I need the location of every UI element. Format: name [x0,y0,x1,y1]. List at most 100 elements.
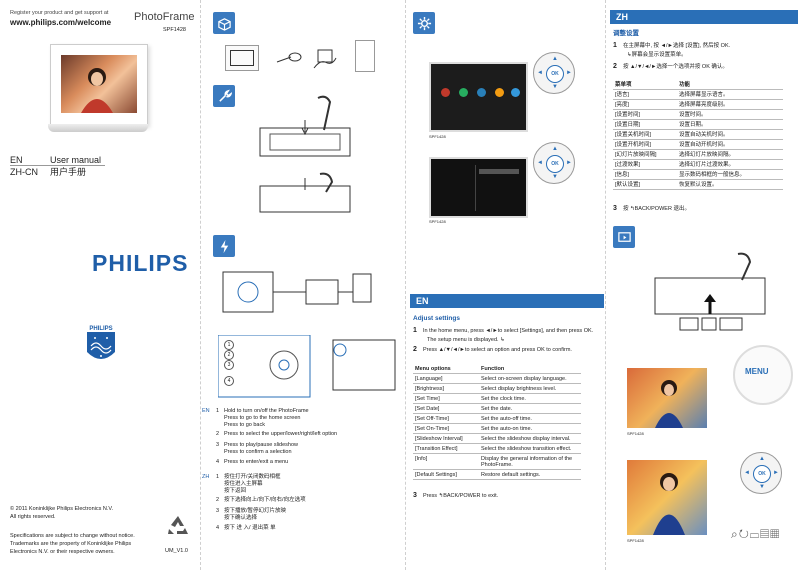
right-arrow-icon[interactable]: ► [566,160,572,166]
callout-number: 2 [216,497,220,503]
lang-code-zh: ZH-CN [10,167,38,177]
step-sub: ↳屏幕会显示设置菜单。 [627,52,687,58]
table-row: [设置日期]设置日期。 [613,119,783,130]
callout-text: Press to enter/exit a menu [224,459,289,465]
nav-pad[interactable]: OK ▲ ▼ ◄ ► [533,142,575,184]
adapter-sketch [310,44,340,72]
callout-number: 1 [216,474,220,480]
table-row: [设置关机时间]设置自动关机时间。 [613,129,783,140]
power-icon [213,235,235,257]
table-row: [Slideshow Interval]Select the slideshow… [413,433,581,444]
table-header: Function [479,364,581,374]
divider [405,0,406,570]
table-row: [Info]Display the general information of… [413,453,581,470]
screen-tag: SPF1428 [429,219,446,224]
callout-number: 2 [224,350,234,360]
slideshow-icon [613,226,635,248]
divider [200,0,201,570]
table-row: [语言]选择屏幕显示语言。 [613,89,783,100]
frame-stand [48,124,148,132]
table-row: [信息]显示数码相框的一般信息。 [613,169,783,180]
table-row: [亮度]选择屏幕亮度级别。 [613,99,783,110]
ok-button[interactable]: OK [546,155,564,173]
table-row: [Default Settings]Restore default settin… [413,469,581,480]
right-arrow-icon[interactable]: ► [566,70,572,76]
model-number: SPF1428 [163,27,186,33]
down-arrow-icon[interactable]: ▼ [552,174,558,180]
step-number: 1 [413,327,417,334]
home-screen [429,62,528,132]
callout-number: 3 [224,360,234,370]
setup-menu-screen [429,157,528,218]
screen-tag: SPF1428 [627,431,644,436]
step-text: 按 ▲/▼/◄/►选择一个选项并按 OK 确认。 [623,64,728,70]
slideshow-photo-1 [627,368,707,428]
down-arrow-icon[interactable]: ▼ [552,84,558,90]
ok-button[interactable]: OK [753,465,771,483]
register-url[interactable]: www.philips.com/welcome [10,18,112,27]
callout-text: Press to select the upper/lower/right/le… [224,431,338,437]
nav-pad[interactable]: OK ▲ ▼ ◄ ► [740,452,782,494]
lang-title-zh: 用户手册 [50,167,87,177]
right-arrow-icon[interactable]: ► [773,470,779,476]
nav-pad[interactable]: OK ▲ ▼ ◄ ► [533,52,575,94]
callout-number: 3 [216,508,220,514]
step-number: 2 [413,346,417,353]
screen-tag: SPF1428 [627,538,644,543]
callout-text: 按下播放/暂停幻灯片放映按下确认选择 [224,508,287,521]
table-row: [默认设置]恢复默认设置。 [613,179,783,190]
menu-label: MENU [745,367,769,376]
callout-number: 4 [216,525,220,531]
down-arrow-icon[interactable]: ▼ [759,484,765,490]
table-header: 菜单项 [613,80,677,90]
table-row: [Set Off-Time]Set the auto-off time. [413,413,581,424]
callout-number: 3 [216,442,220,448]
svg-text:PHILIPS: PHILIPS [89,326,112,332]
lang-code: EN [10,155,23,165]
up-arrow-icon[interactable]: ▲ [552,146,558,152]
table-row: [Set On-Time]Set the auto-on time. [413,423,581,434]
table-header: 功能 [677,80,783,90]
stand-attach-sketch-1 [250,90,360,168]
lang-title-en: User manual [50,155,102,165]
menu-button[interactable]: MENU [733,345,793,405]
callout-number: 4 [216,459,220,465]
spec-line: Electronics N.V. or their respective own… [10,549,115,555]
table-row: [Set Time]Set the clock time. [413,393,581,404]
recycle-icon [165,513,191,539]
photo-image [61,55,137,113]
zh-options-table: 菜单项功能 [语言]选择屏幕显示语言。 [亮度]选择屏幕亮度级别。 [设置时间]… [613,80,783,190]
en-settings-panel: SPF1428 OK ▲ ▼ ◄ ► SPF1428 OK ▲ ▼ ◄ ► EN… [405,0,605,570]
left-arrow-icon[interactable]: ◄ [537,160,543,166]
wrench-icon [213,85,235,107]
callout-number: 2 [216,431,220,437]
spec-line: Specifications are subject to change wit… [10,533,135,539]
step-number: 3 [613,205,617,212]
zh-label: ZH [202,474,210,480]
table-row: [设置时间]设置时间。 [613,109,783,120]
left-arrow-icon[interactable]: ◄ [537,70,543,76]
table-row: [幻灯片放映间隔]选择幻灯片放映间隔。 [613,149,783,160]
callout-text: 按下 进 入/ 退出菜 单 [224,525,276,531]
settings-gear-icon [413,12,435,34]
card-insert-sketch [650,252,790,332]
callout-number: 1 [216,408,220,414]
copyright: © 2011 Koninklijke Philips Electronics N… [10,506,114,512]
box-icon [213,12,235,34]
ok-button[interactable]: OK [546,65,564,83]
product-photo [50,44,148,126]
up-arrow-icon[interactable]: ▲ [759,456,765,462]
left-arrow-icon[interactable]: ◄ [744,470,750,476]
table-row: [Set Date]Set the date. [413,403,581,414]
table-header: Menu options [413,364,479,374]
button-diagram [217,334,398,400]
zh-settings-panel: ZH 调整设置 1 在主屏幕中, 按 ◄/►选择 [设置], 然后按 OK. ↳… [605,0,802,570]
divider [10,165,105,166]
step-number: 3 [413,492,417,499]
up-arrow-icon[interactable]: ▲ [552,56,558,62]
stand-sketch [275,48,303,66]
en-section-bar: EN [410,294,604,308]
